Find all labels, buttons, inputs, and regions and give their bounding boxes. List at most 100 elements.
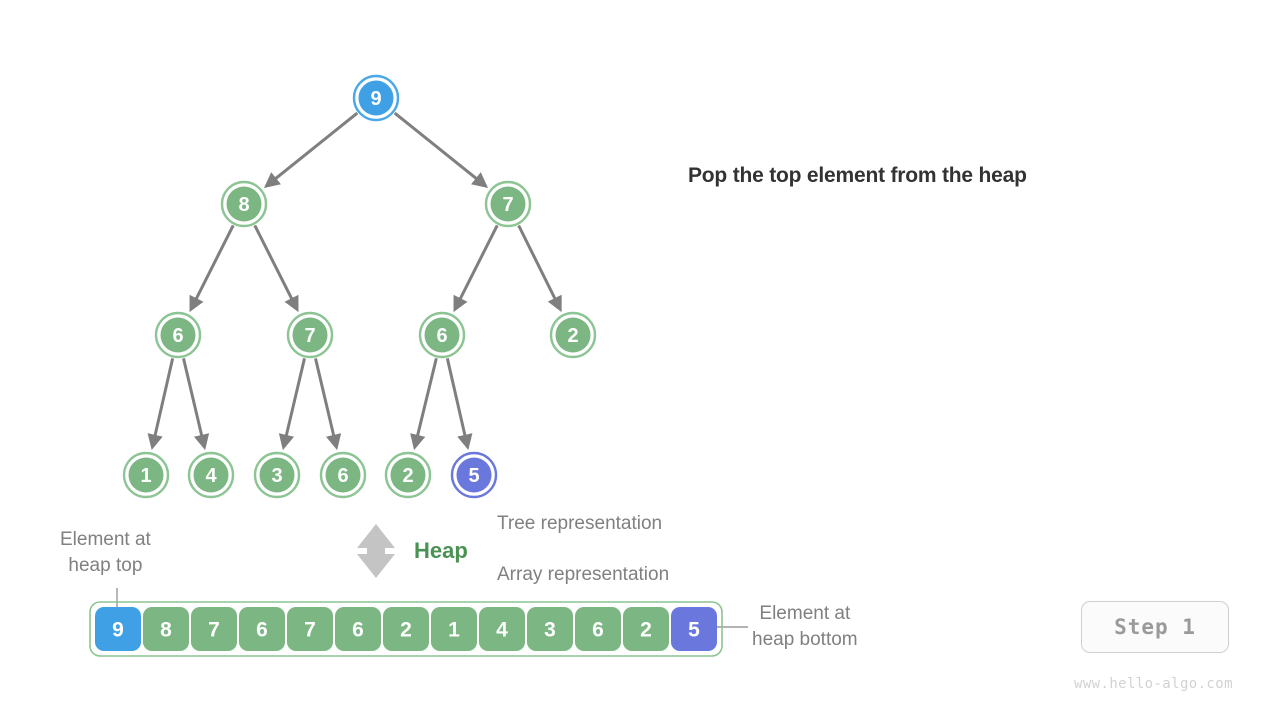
array-cell-box [239,607,285,651]
array-cell-box [575,607,621,651]
tree-node-fill [424,317,460,353]
tree-node-fill [325,457,361,493]
array-cell-value: 7 [208,619,220,642]
note-element-at-heap-bottom: Element at heap bottom [752,601,858,653]
array-cell-box [287,607,333,651]
array-cell[interactable]: 9 [95,607,141,651]
tree-node-ring [122,451,170,499]
tree-node-ring [220,180,268,228]
tree-node-fill [390,457,426,493]
tree-node-value: 1 [140,465,151,487]
array-cell[interactable]: 2 [383,607,429,651]
tree-node-value: 7 [502,194,513,216]
array-cell-box [143,607,189,651]
array-cell[interactable]: 7 [287,607,333,651]
tree-node-value: 7 [304,325,315,347]
tree-node-value: 8 [238,194,249,216]
array-cell[interactable]: 2 [623,607,669,651]
tree-node[interactable]: 7 [286,311,334,359]
tree-edge [453,224,499,313]
array-cell-box [95,607,141,651]
array-cell-value: 2 [640,619,652,642]
tree-node[interactable]: 6 [154,311,202,359]
array-container [89,601,723,657]
step-badge: Step 1 [1081,601,1229,653]
note-top-line1: Element at [60,529,151,550]
array-cell[interactable]: 6 [239,607,285,651]
array-cell-box [527,607,573,651]
note-element-at-heap-top: Element at heap top [60,527,151,579]
tree-node-fill [456,457,492,493]
double-arrow-vertical-icon [357,524,395,578]
tree-node-ring [384,451,432,499]
tree-node[interactable]: 2 [384,451,432,499]
page-title: Pop the top element from the heap [688,164,1027,187]
note-bottom-line1: Element at [759,603,851,624]
tree-node-fill [259,457,295,493]
array-cell-value: 7 [304,619,316,642]
tree-edge [182,358,210,451]
array-cell-value: 1 [448,619,460,642]
tree-node-fill [358,80,394,116]
tree-edge [445,358,473,451]
array-cell-value: 8 [160,619,172,642]
tree-node[interactable]: 6 [319,451,367,499]
tree-node[interactable]: 9 [352,74,400,122]
array-cell-value: 6 [352,619,364,642]
tree-node-value: 6 [172,325,183,347]
tree-node[interactable]: 1 [122,451,170,499]
array-cell[interactable]: 6 [335,607,381,651]
tree-node-value: 2 [402,465,413,487]
caption-array-representation: Array representation [497,564,670,585]
tree-edge [517,224,562,313]
tree-node-fill [292,317,328,353]
array-cell[interactable]: 1 [431,607,477,651]
tree-node-ring [549,311,597,359]
array-cell[interactable]: 5 [671,607,717,651]
watermark: www.hello-algo.com [1074,676,1233,692]
note-top-line2: heap top [68,554,143,576]
tree-node-ring [418,311,466,359]
tree-node[interactable]: 2 [549,311,597,359]
tree-node[interactable]: 7 [484,180,532,228]
tree-node-ring [450,451,498,499]
array-cell-box [383,607,429,651]
array-cell-value: 5 [688,619,700,642]
array-cell-value: 9 [112,619,124,642]
tree-node-value: 2 [567,325,578,347]
tree-node-ring [187,451,235,499]
tree-node-value: 6 [436,325,447,347]
tree-node[interactable]: 3 [253,451,301,499]
array-cell-box [479,607,525,651]
array-cell[interactable]: 6 [575,607,621,651]
array-cell-box [623,607,669,651]
array-cell-value: 2 [400,619,412,642]
tree-node-value: 5 [468,465,479,487]
array-cell-value: 6 [592,619,604,642]
tree-node[interactable]: 8 [220,180,268,228]
tree-edge [393,111,489,188]
tree-node[interactable]: 4 [187,451,235,499]
tree-node[interactable]: 6 [418,311,466,359]
tree-node-value: 6 [337,465,348,487]
caption-tree-representation: Tree representation [497,513,663,534]
array-cell[interactable]: 3 [527,607,573,651]
array-cell[interactable]: 4 [479,607,525,651]
tree-node[interactable]: 5 [450,451,498,499]
tree-node-ring [352,74,400,122]
tree-node-fill [555,317,591,353]
array-cell[interactable]: 8 [143,607,189,651]
array-cell-value: 3 [544,619,556,642]
tree-edge [253,224,299,313]
tree-node-value: 9 [370,88,381,110]
tree-edge [189,224,235,313]
array-cell[interactable]: 7 [191,607,237,651]
tree-node-value: 4 [205,465,217,487]
tree-node-fill [490,186,526,222]
array-cell-box [191,607,237,651]
tree-edge [278,358,306,451]
tree-edges [147,111,562,451]
tree-edge [410,357,438,451]
